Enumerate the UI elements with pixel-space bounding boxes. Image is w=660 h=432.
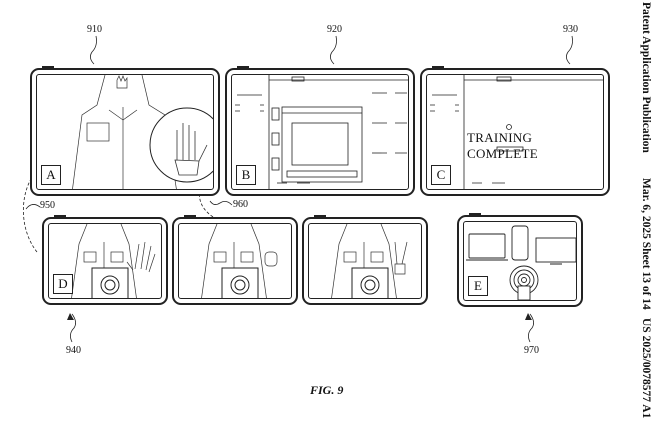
- device-panel-e: E: [457, 213, 583, 307]
- person-fist-illustration: [201, 224, 278, 298]
- screen-d: D: [48, 223, 162, 299]
- magnify-circle: [149, 107, 213, 183]
- ref-950: 950: [40, 200, 55, 211]
- target-overlay: [351, 267, 389, 298]
- screen-c: TRAINING COMPLETE C: [426, 74, 604, 190]
- app-window-illustration: [235, 75, 408, 189]
- target-overlay: [221, 267, 259, 298]
- leader-930: [566, 35, 573, 65]
- camera-notch: [432, 66, 444, 68]
- ref-910: 910: [87, 24, 102, 35]
- check-icon: [506, 124, 512, 130]
- screen-d-peace: [308, 223, 422, 299]
- leader-910: [90, 35, 97, 65]
- monitor-icon: [535, 237, 576, 263]
- person-open-hand-illustration: [71, 224, 156, 298]
- camera-notch: [237, 66, 249, 68]
- ref-940: 940: [66, 345, 81, 356]
- ref-970: 970: [524, 345, 539, 356]
- camera-notch: [469, 213, 481, 215]
- ref-920: 920: [327, 24, 342, 35]
- person-waving-illustration: [72, 75, 213, 189]
- device-panel-a: A: [30, 66, 220, 196]
- app-window-illustration: [430, 75, 603, 189]
- camera-notch: [42, 66, 54, 68]
- ref-960: 960: [233, 199, 248, 210]
- toolbar-segment: [291, 76, 305, 82]
- screen-b: B: [231, 74, 409, 190]
- leader-950: [25, 204, 41, 210]
- camera-notch: [184, 215, 196, 217]
- video-preview: [291, 122, 349, 166]
- hand-open-icon: [174, 123, 208, 176]
- screen-d-fist: [178, 223, 292, 299]
- devices-illustration: [466, 225, 576, 300]
- leader-920: [330, 35, 337, 65]
- screen-e: E: [463, 221, 577, 301]
- panel-label-d: D: [53, 274, 73, 294]
- person-peace-illustration: [331, 224, 408, 298]
- device-panel-c: TRAINING COMPLETE C: [420, 66, 610, 196]
- preview-window: [281, 106, 363, 183]
- panel-label-c: C: [431, 165, 451, 185]
- done-button: [496, 146, 524, 152]
- phone-icon: [511, 225, 529, 261]
- panel-label-a: A: [41, 165, 61, 185]
- leader-960: [209, 200, 233, 206]
- panel-label-e: E: [468, 276, 488, 296]
- device-panel-d: D: [42, 215, 168, 305]
- target-overlay: [91, 267, 129, 298]
- training-complete-text: TRAINING COMPLETE: [467, 130, 539, 161]
- laptop-icon: [468, 233, 506, 259]
- device-panel-d-fist: [172, 215, 298, 305]
- camera-notch: [314, 215, 326, 217]
- screen-a: A: [36, 74, 214, 190]
- device-panel-d-peace: [302, 215, 428, 305]
- arrow-950: [22, 171, 38, 253]
- camera-notch: [54, 215, 66, 217]
- leader-940: [70, 313, 76, 343]
- ref-930: 930: [563, 24, 578, 35]
- arrowhead-940: [67, 313, 74, 320]
- arrowhead-970: [525, 313, 532, 320]
- device-panel-b: B: [225, 66, 415, 196]
- leader-970: [528, 313, 534, 343]
- panel-label-b: B: [236, 165, 256, 185]
- progress-bar: [286, 170, 358, 178]
- tag-icon: [517, 285, 531, 300]
- figure-label: FIG. 9: [310, 383, 344, 397]
